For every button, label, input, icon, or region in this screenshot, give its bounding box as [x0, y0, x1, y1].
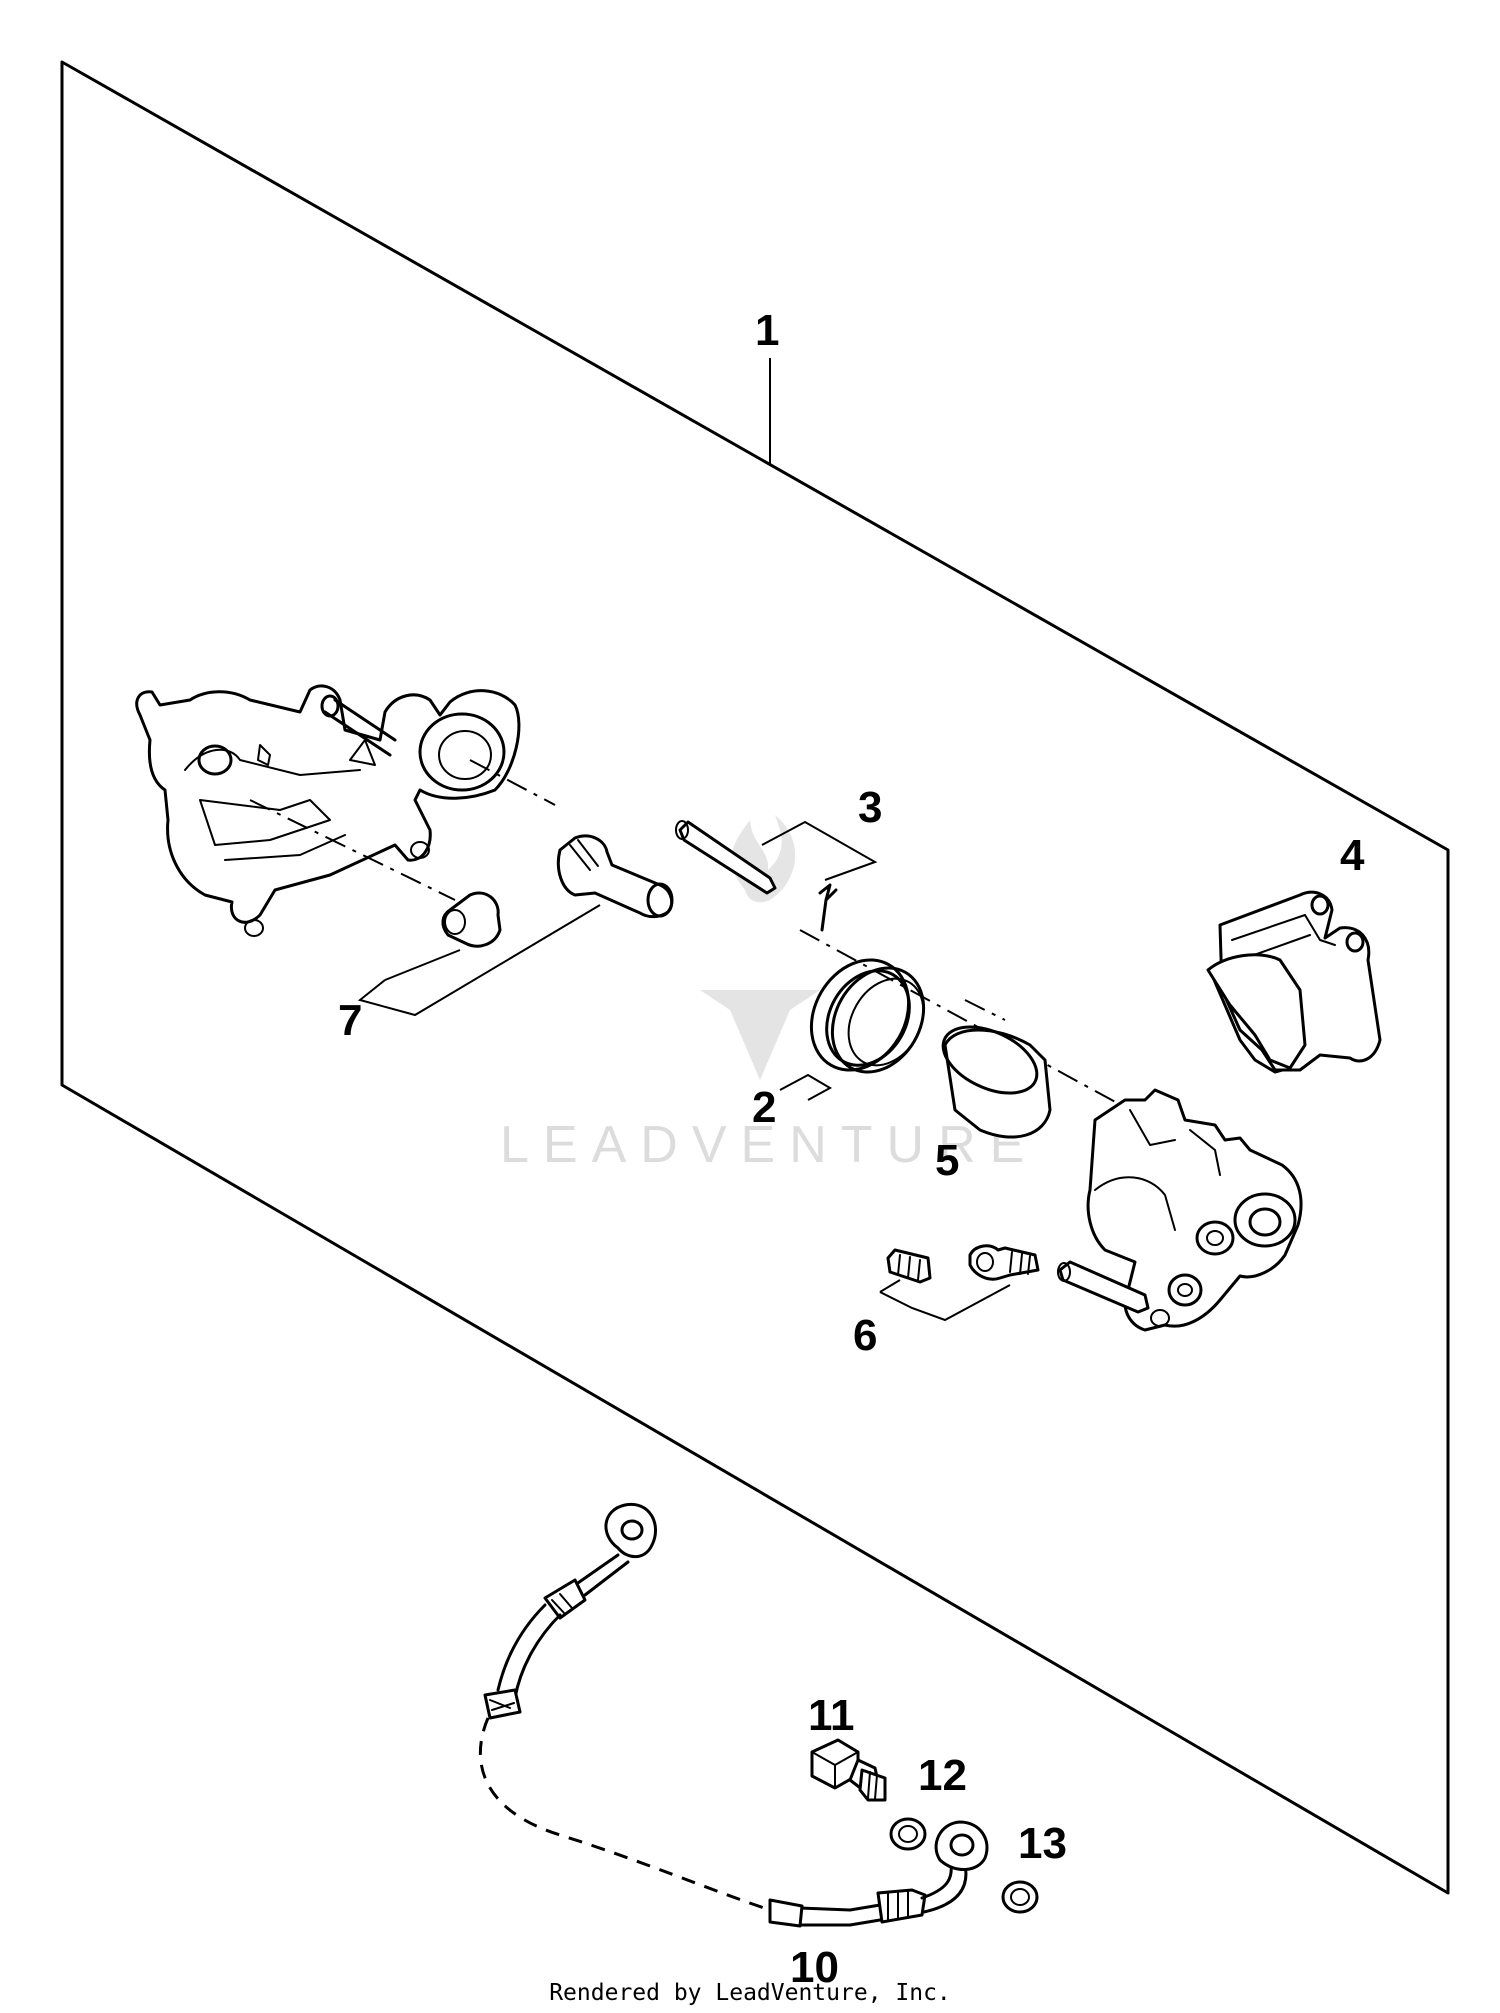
bleeder-valve	[968, 1244, 1040, 1281]
brake-hose	[478, 1502, 989, 1928]
kit-panel	[60, 60, 1450, 1895]
slide-pin	[556, 834, 674, 919]
callout-11[interactable]: 11	[808, 1691, 855, 1740]
callout-13[interactable]: 13	[1018, 1819, 1067, 1868]
caliper-bracket	[135, 684, 521, 937]
boot-rubber	[441, 891, 502, 948]
bleeder-cap	[886, 1248, 932, 1284]
piston	[941, 1025, 1052, 1139]
watermark-text: LEADVENTURE	[500, 1116, 1038, 1174]
brake-pads	[1206, 890, 1382, 1074]
callout-2[interactable]: 2	[752, 1083, 776, 1132]
callout-1[interactable]: 1	[755, 306, 779, 355]
washer-12	[889, 1817, 927, 1851]
callout-10[interactable]: 10	[790, 1943, 839, 1992]
footer-credit: Rendered by LeadVenture, Inc.	[549, 1980, 951, 2006]
callout-6[interactable]: 6	[853, 1311, 877, 1360]
watermark: LEADVENTURE	[500, 815, 1038, 1174]
banjo-bolt	[810, 1738, 887, 1802]
washer-13	[1001, 1880, 1039, 1914]
pad-pin	[675, 820, 777, 895]
callout-3[interactable]: 3	[858, 783, 882, 832]
pin-clip	[818, 883, 838, 932]
callout-4[interactable]: 4	[1340, 831, 1365, 880]
callout-7[interactable]: 7	[338, 996, 362, 1045]
callout-12[interactable]: 12	[918, 1751, 967, 1800]
caliper-body	[1057, 1088, 1303, 1332]
piston-seal	[809, 958, 926, 1074]
callout-5[interactable]: 5	[935, 1136, 959, 1185]
